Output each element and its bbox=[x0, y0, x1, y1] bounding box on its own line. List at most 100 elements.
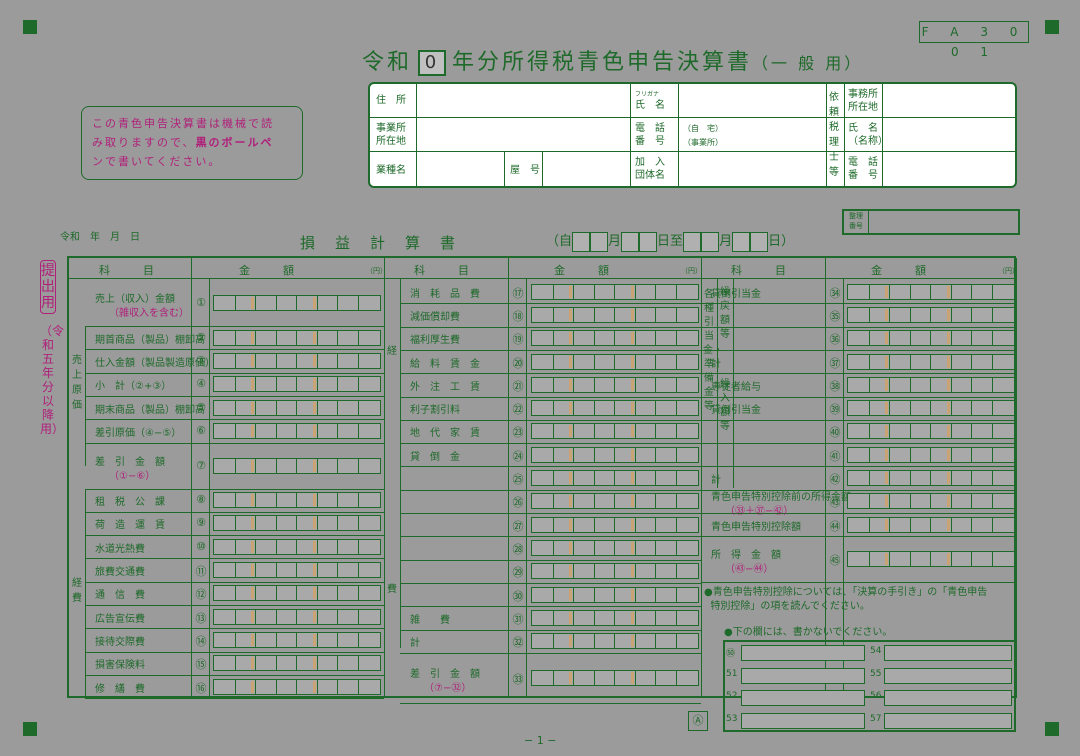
amount-field[interactable] bbox=[847, 551, 1015, 568]
divider bbox=[85, 605, 384, 606]
office-use-box bbox=[723, 640, 1016, 732]
registration-mark bbox=[23, 20, 37, 34]
code-field[interactable] bbox=[741, 690, 865, 706]
amount-field[interactable] bbox=[847, 446, 1015, 463]
code-field[interactable] bbox=[884, 667, 1012, 684]
amount-field[interactable] bbox=[531, 470, 699, 487]
amount-field[interactable] bbox=[213, 655, 381, 672]
business-label: 業種名 bbox=[376, 165, 406, 176]
amount-field[interactable] bbox=[847, 306, 1015, 323]
row-number: ⑨ bbox=[196, 516, 206, 530]
amount-field[interactable] bbox=[531, 330, 699, 347]
amount-field[interactable] bbox=[213, 585, 381, 602]
amount-field[interactable] bbox=[531, 493, 699, 510]
amount-field[interactable] bbox=[847, 470, 1015, 487]
row-number: ⑧ bbox=[196, 493, 206, 507]
code-label: 57 bbox=[870, 713, 882, 724]
divider bbox=[701, 582, 1016, 584]
row-label: 修 繕 費 bbox=[95, 683, 145, 695]
row-number: ㉖ bbox=[512, 496, 524, 510]
divider bbox=[85, 698, 384, 700]
amount-field[interactable] bbox=[531, 423, 699, 440]
divider bbox=[85, 651, 384, 653]
amount-field[interactable] bbox=[531, 516, 699, 533]
name-label: 氏 名 bbox=[635, 100, 665, 111]
amount-field[interactable] bbox=[213, 631, 381, 648]
row-number: ㊵ bbox=[829, 426, 841, 440]
divider bbox=[85, 419, 384, 421]
row-label: 荷 造 運 賃 bbox=[95, 520, 165, 532]
code-field[interactable] bbox=[884, 645, 1012, 661]
agent-office-label: 事務所 所在地 bbox=[848, 89, 878, 113]
amount-field[interactable] bbox=[213, 678, 381, 695]
divider bbox=[701, 536, 1016, 538]
amount-field[interactable] bbox=[213, 295, 381, 311]
code-label: ㊿ bbox=[726, 649, 736, 659]
amount-field[interactable] bbox=[847, 493, 1015, 510]
row-number: ㉓ bbox=[512, 426, 524, 440]
divider bbox=[85, 326, 86, 466]
amount-field[interactable] bbox=[213, 492, 381, 509]
amount-field[interactable] bbox=[531, 609, 699, 626]
amount-field[interactable] bbox=[531, 669, 699, 686]
amount-field[interactable] bbox=[213, 538, 381, 555]
amount-field[interactable] bbox=[213, 457, 381, 474]
row-label: 貸倒引当金 bbox=[711, 288, 761, 300]
divider bbox=[400, 278, 401, 648]
amount-field[interactable] bbox=[531, 539, 699, 556]
divider bbox=[400, 582, 701, 584]
divider bbox=[400, 419, 701, 421]
amount-field[interactable] bbox=[847, 330, 1015, 347]
amount-field[interactable] bbox=[213, 515, 381, 532]
yen-unit: （円） bbox=[681, 267, 702, 275]
amount-field[interactable] bbox=[531, 563, 699, 580]
row-label: 旅費交通費 bbox=[95, 567, 145, 579]
amount-field[interactable] bbox=[531, 353, 699, 370]
amount-field[interactable] bbox=[847, 400, 1015, 417]
code-label: 54 bbox=[870, 646, 882, 656]
amount-field[interactable] bbox=[213, 422, 381, 439]
amount-field[interactable] bbox=[531, 306, 699, 323]
divider bbox=[717, 278, 718, 488]
side-label: 提出用 （令和五年分以降用） bbox=[40, 260, 64, 436]
amount-field[interactable] bbox=[531, 586, 699, 603]
amount-field[interactable] bbox=[531, 633, 699, 650]
code-field[interactable] bbox=[884, 712, 1012, 729]
amount-field[interactable] bbox=[213, 329, 381, 346]
amount-field[interactable] bbox=[531, 376, 699, 393]
divider bbox=[701, 513, 1016, 514]
amount-field[interactable] bbox=[531, 283, 699, 300]
amount-field[interactable] bbox=[213, 376, 381, 393]
divider bbox=[85, 372, 384, 374]
amount-field[interactable] bbox=[213, 352, 381, 369]
code-field[interactable] bbox=[741, 645, 865, 661]
row-sublabel: （①−⑥） bbox=[109, 470, 156, 482]
title-main: 年分所得税青色申告決算書 bbox=[452, 50, 753, 75]
amount-field[interactable] bbox=[531, 446, 699, 463]
registration-mark bbox=[23, 722, 37, 736]
row-label: 売上（収入）金額 bbox=[95, 294, 175, 305]
row-label: 仕入金額（製品製造原価） bbox=[95, 357, 215, 369]
amount-field[interactable] bbox=[213, 399, 381, 416]
row-number: ⑥ bbox=[196, 423, 206, 437]
code-field[interactable] bbox=[741, 712, 865, 729]
row-label: 差 引 金 額 bbox=[95, 456, 165, 468]
reference-number-box[interactable]: 整理 番号 bbox=[842, 209, 1020, 235]
amount-field[interactable] bbox=[847, 516, 1015, 533]
amount-field[interactable] bbox=[531, 400, 699, 417]
row-number: ㊷ bbox=[829, 473, 841, 487]
row-number: ㊸ bbox=[829, 496, 841, 510]
amount-field[interactable] bbox=[847, 376, 1015, 393]
amount-field[interactable] bbox=[847, 283, 1015, 300]
do-not-write-note: ●下の欄には、書かないでください。 bbox=[724, 627, 893, 638]
amount-field[interactable] bbox=[847, 353, 1015, 370]
code-field[interactable] bbox=[741, 667, 865, 684]
row-label: 減価償却費 bbox=[410, 311, 460, 323]
amount-field[interactable] bbox=[213, 608, 381, 625]
year-digit-box[interactable]: 0 bbox=[418, 50, 447, 76]
divider bbox=[85, 535, 384, 537]
code-field[interactable] bbox=[884, 690, 1012, 706]
amount-field[interactable] bbox=[847, 423, 1015, 440]
amount-field[interactable] bbox=[213, 562, 381, 579]
